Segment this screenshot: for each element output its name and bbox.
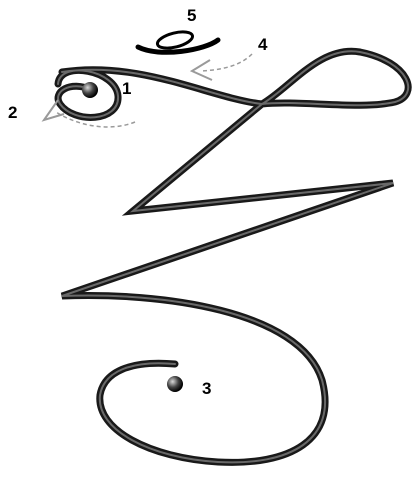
- start-dot-icon: [82, 82, 98, 98]
- label-3: 3: [202, 379, 211, 398]
- direction-arrow-4-icon: [192, 54, 252, 80]
- main-stroke: [58, 51, 408, 462]
- label-2: 2: [8, 103, 17, 122]
- label-1: 1: [122, 79, 131, 98]
- end-dot-icon: [167, 376, 183, 392]
- label-5: 5: [187, 6, 196, 25]
- label-4: 4: [258, 35, 268, 54]
- small-loop-icon: [138, 29, 218, 52]
